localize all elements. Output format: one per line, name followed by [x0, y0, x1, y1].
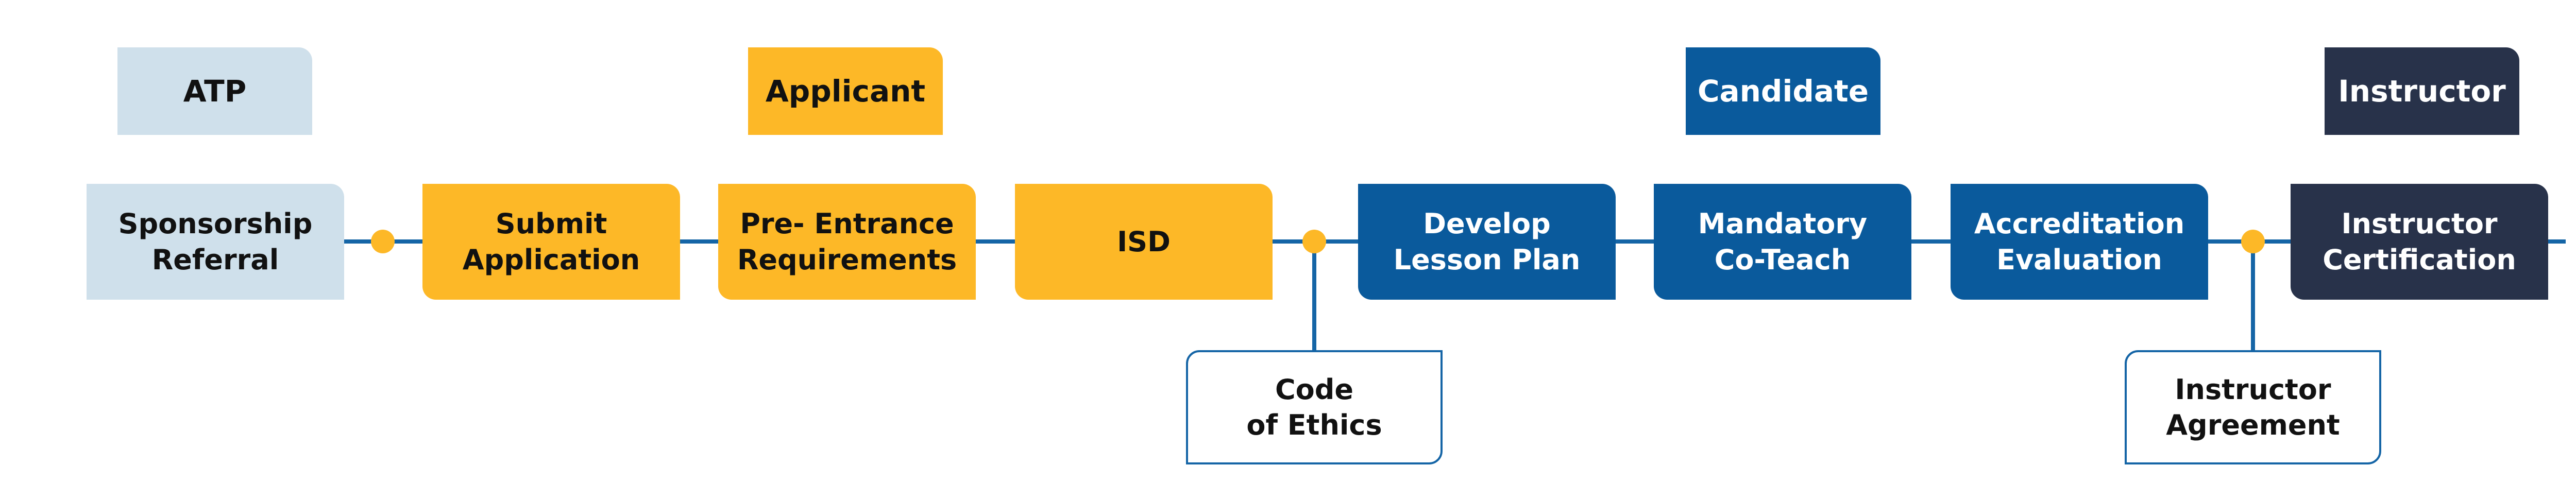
stage-tag-instructor: Instructor [2325, 47, 2519, 135]
stage-tag-atp-label: ATP [183, 73, 247, 109]
step-pre-entrance-requirements: Pre- Entrance Requirements [718, 184, 976, 300]
step-mandatory-coteach: Mandatory Co-Teach [1654, 184, 1911, 300]
step-instructor-certification-label: Instructor Certification [2323, 208, 2516, 276]
junction-dot-referral [371, 230, 395, 253]
step-develop-lesson-plan: Develop Lesson Plan [1358, 184, 1616, 300]
instructor-agreement-connector [2251, 242, 2255, 350]
step-develop-lesson-plan-label: Develop Lesson Plan [1393, 208, 1581, 276]
step-submit-application-label: Submit Application [462, 208, 640, 276]
stage-tag-candidate-label: Candidate [1697, 73, 1869, 109]
step-submit-application: Submit Application [422, 184, 680, 300]
junction-dot-ethics [1302, 230, 1326, 253]
step-instructor-certification: Instructor Certification [2291, 184, 2548, 300]
step-accreditation-evaluation-label: Accreditation Evaluation [1974, 208, 2185, 276]
junction-dot-agreement [2241, 230, 2265, 253]
step-sponsorship-referral-label: Sponsorship Referral [118, 208, 313, 276]
branch-instructor-agreement-label: Instructor Agreement [2166, 373, 2340, 441]
step-isd-label: ISD [1117, 225, 1171, 258]
step-accreditation-evaluation: Accreditation Evaluation [1951, 184, 2208, 300]
branch-code-of-ethics: Code of Ethics [1186, 350, 1443, 464]
step-mandatory-coteach-label: Mandatory Co-Teach [1698, 208, 1868, 276]
step-sponsorship-referral: Sponsorship Referral [87, 184, 344, 300]
stage-tag-applicant: Applicant [748, 47, 943, 135]
branch-instructor-agreement: Instructor Agreement [2125, 350, 2381, 464]
stage-tag-candidate: Candidate [1686, 47, 1880, 135]
stage-tag-instructor-label: Instructor [2338, 73, 2506, 109]
stage-tag-atp: ATP [117, 47, 312, 135]
step-isd: ISD [1015, 184, 1273, 300]
code-of-ethics-connector [1312, 242, 1316, 350]
stage-tag-applicant-label: Applicant [765, 73, 926, 109]
branch-code-of-ethics-label: Code of Ethics [1246, 373, 1382, 441]
step-pre-entrance-label: Pre- Entrance Requirements [737, 208, 957, 276]
